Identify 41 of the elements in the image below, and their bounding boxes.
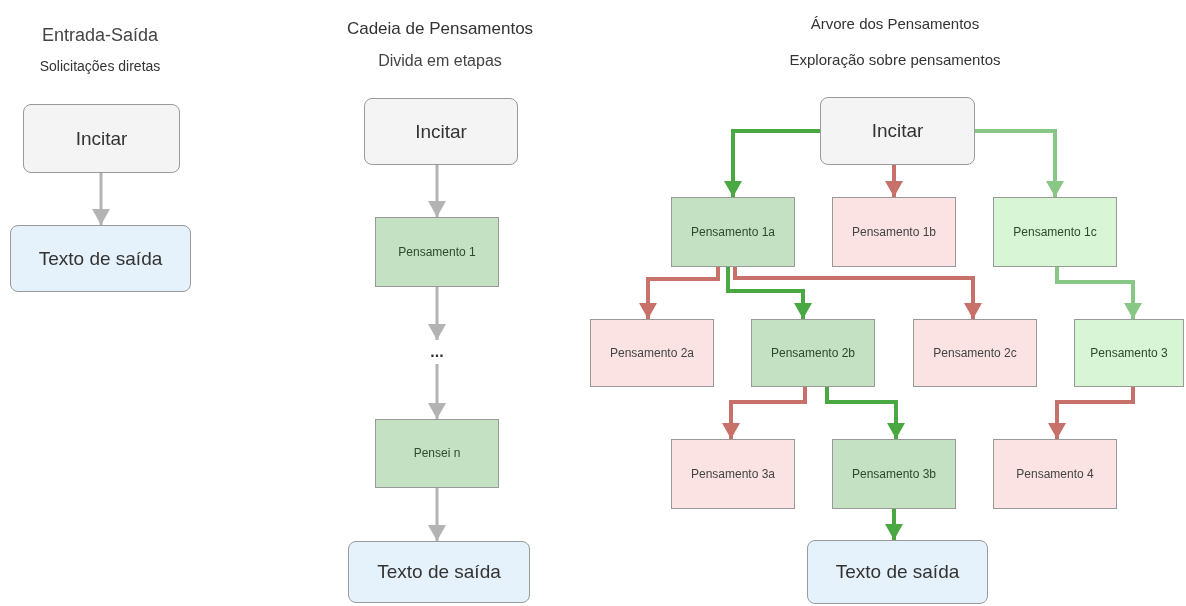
thought-box: Pensamento 1b	[832, 197, 956, 267]
output-box: Texto de saída	[348, 541, 530, 603]
thought-box: Pensamento 1	[375, 217, 499, 287]
output-box: Texto de saída	[10, 225, 191, 292]
prompt-box: Incitar	[820, 97, 975, 165]
arrow	[885, 165, 903, 197]
heading: Cadeia de Pensamentos	[345, 18, 535, 40]
arrow	[825, 387, 905, 439]
thought-box: Pensamento 3a	[671, 439, 795, 509]
thought-box: Pensamento 1a	[671, 197, 795, 267]
arrow	[885, 509, 903, 540]
ellipsis-text: ...	[422, 340, 452, 364]
heading: Árvore dos Pensamentos	[809, 14, 981, 34]
thought-box: Pensei n	[375, 419, 499, 488]
thought-box: Pensamento 3	[1074, 319, 1184, 387]
arrow	[92, 173, 110, 225]
thought-box: Pensamento 4	[993, 439, 1117, 509]
arrow	[733, 267, 982, 319]
heading: Divida em etapas	[377, 51, 503, 71]
output-box: Texto de saída	[807, 540, 988, 604]
arrow	[724, 129, 820, 197]
arrow	[428, 488, 446, 541]
thought-box: Pensamento 3b	[832, 439, 956, 509]
arrow	[639, 267, 720, 319]
heading: Solicitações diretas	[38, 57, 162, 76]
thought-box: Pensamento 2c	[913, 319, 1037, 387]
arrow	[726, 267, 812, 319]
prompt-box: Incitar	[23, 104, 180, 173]
arrow	[722, 387, 807, 439]
prompt-box: Incitar	[364, 98, 518, 165]
arrow	[975, 129, 1064, 197]
arrow	[428, 287, 446, 340]
heading: Exploração sobre pensamentos	[788, 50, 1002, 70]
thought-box: Pensamento 2a	[590, 319, 714, 387]
thought-box: Pensamento 1c	[993, 197, 1117, 267]
thought-box: Pensamento 2b	[751, 319, 875, 387]
arrow	[428, 165, 446, 217]
heading: Entrada-Saída	[40, 24, 160, 47]
arrow	[1055, 267, 1142, 319]
arrow	[428, 364, 446, 419]
arrow	[1048, 387, 1135, 439]
